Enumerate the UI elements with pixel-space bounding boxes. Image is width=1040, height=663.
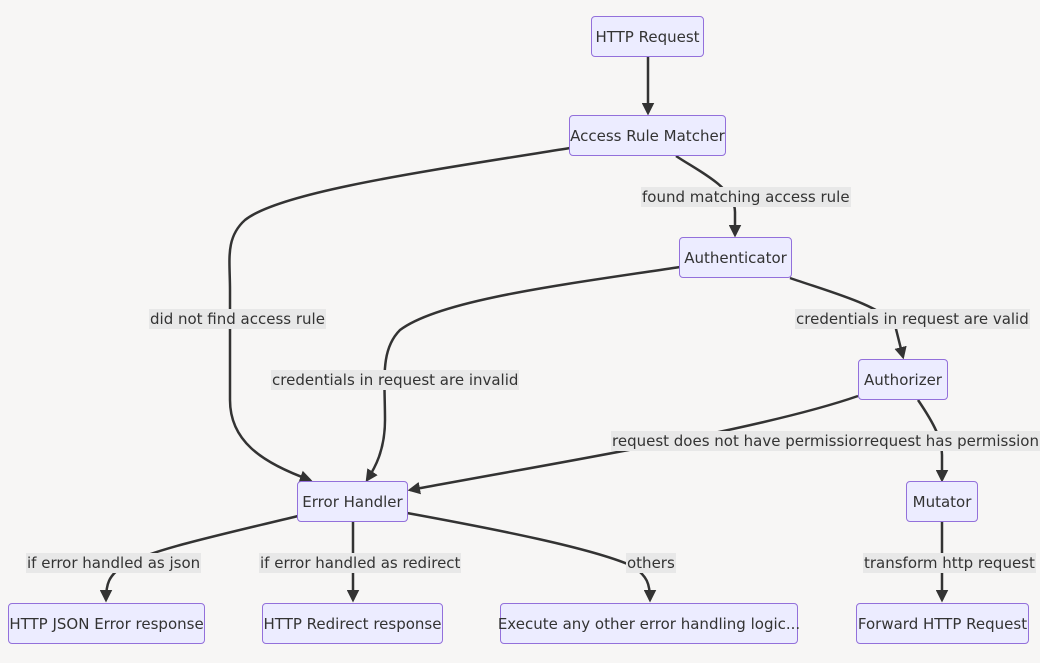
label-credentials-valid: credentials in request are valid	[795, 309, 1030, 329]
node-http-json-error-response: HTTP JSON Error response	[8, 603, 205, 644]
label-others: others	[626, 553, 676, 573]
label-credentials-invalid: credentials in request are invalid	[271, 370, 520, 390]
label-handled-as-json: if error handled as json	[26, 553, 202, 573]
label-no-permission: request does not have permission	[611, 431, 869, 451]
edge-error-handler-to-others	[406, 511, 657, 603]
label-handled-as-redirect: if error handled as redirect	[259, 553, 462, 573]
label-transform-http-request: transform http request	[863, 553, 1036, 573]
edge-matcher-to-error-handler	[228, 146, 571, 483]
node-mutator: Mutator	[906, 481, 978, 522]
node-http-request: HTTP Request	[591, 16, 704, 57]
node-error-handler: Error Handler	[297, 481, 408, 522]
label-has-permission: request has permission	[863, 431, 1040, 451]
node-authenticator: Authenticator	[679, 237, 792, 278]
node-http-redirect-response: HTTP Redirect response	[262, 603, 443, 644]
node-other-error-logic: Execute any other error handling logic..…	[498, 603, 800, 644]
edge-authenticator-to-error-handler	[365, 265, 681, 483]
label-did-not-find-access-rule: did not find access rule	[149, 309, 326, 329]
node-forward-http-request: Forward HTTP Request	[856, 603, 1029, 644]
node-access-rule-matcher: Access Rule Matcher	[569, 115, 726, 156]
label-found-matching-access-rule: found matching access rule	[641, 187, 851, 207]
edge-matcher-to-authenticator	[675, 154, 742, 238]
node-authorizer: Authorizer	[858, 359, 948, 400]
